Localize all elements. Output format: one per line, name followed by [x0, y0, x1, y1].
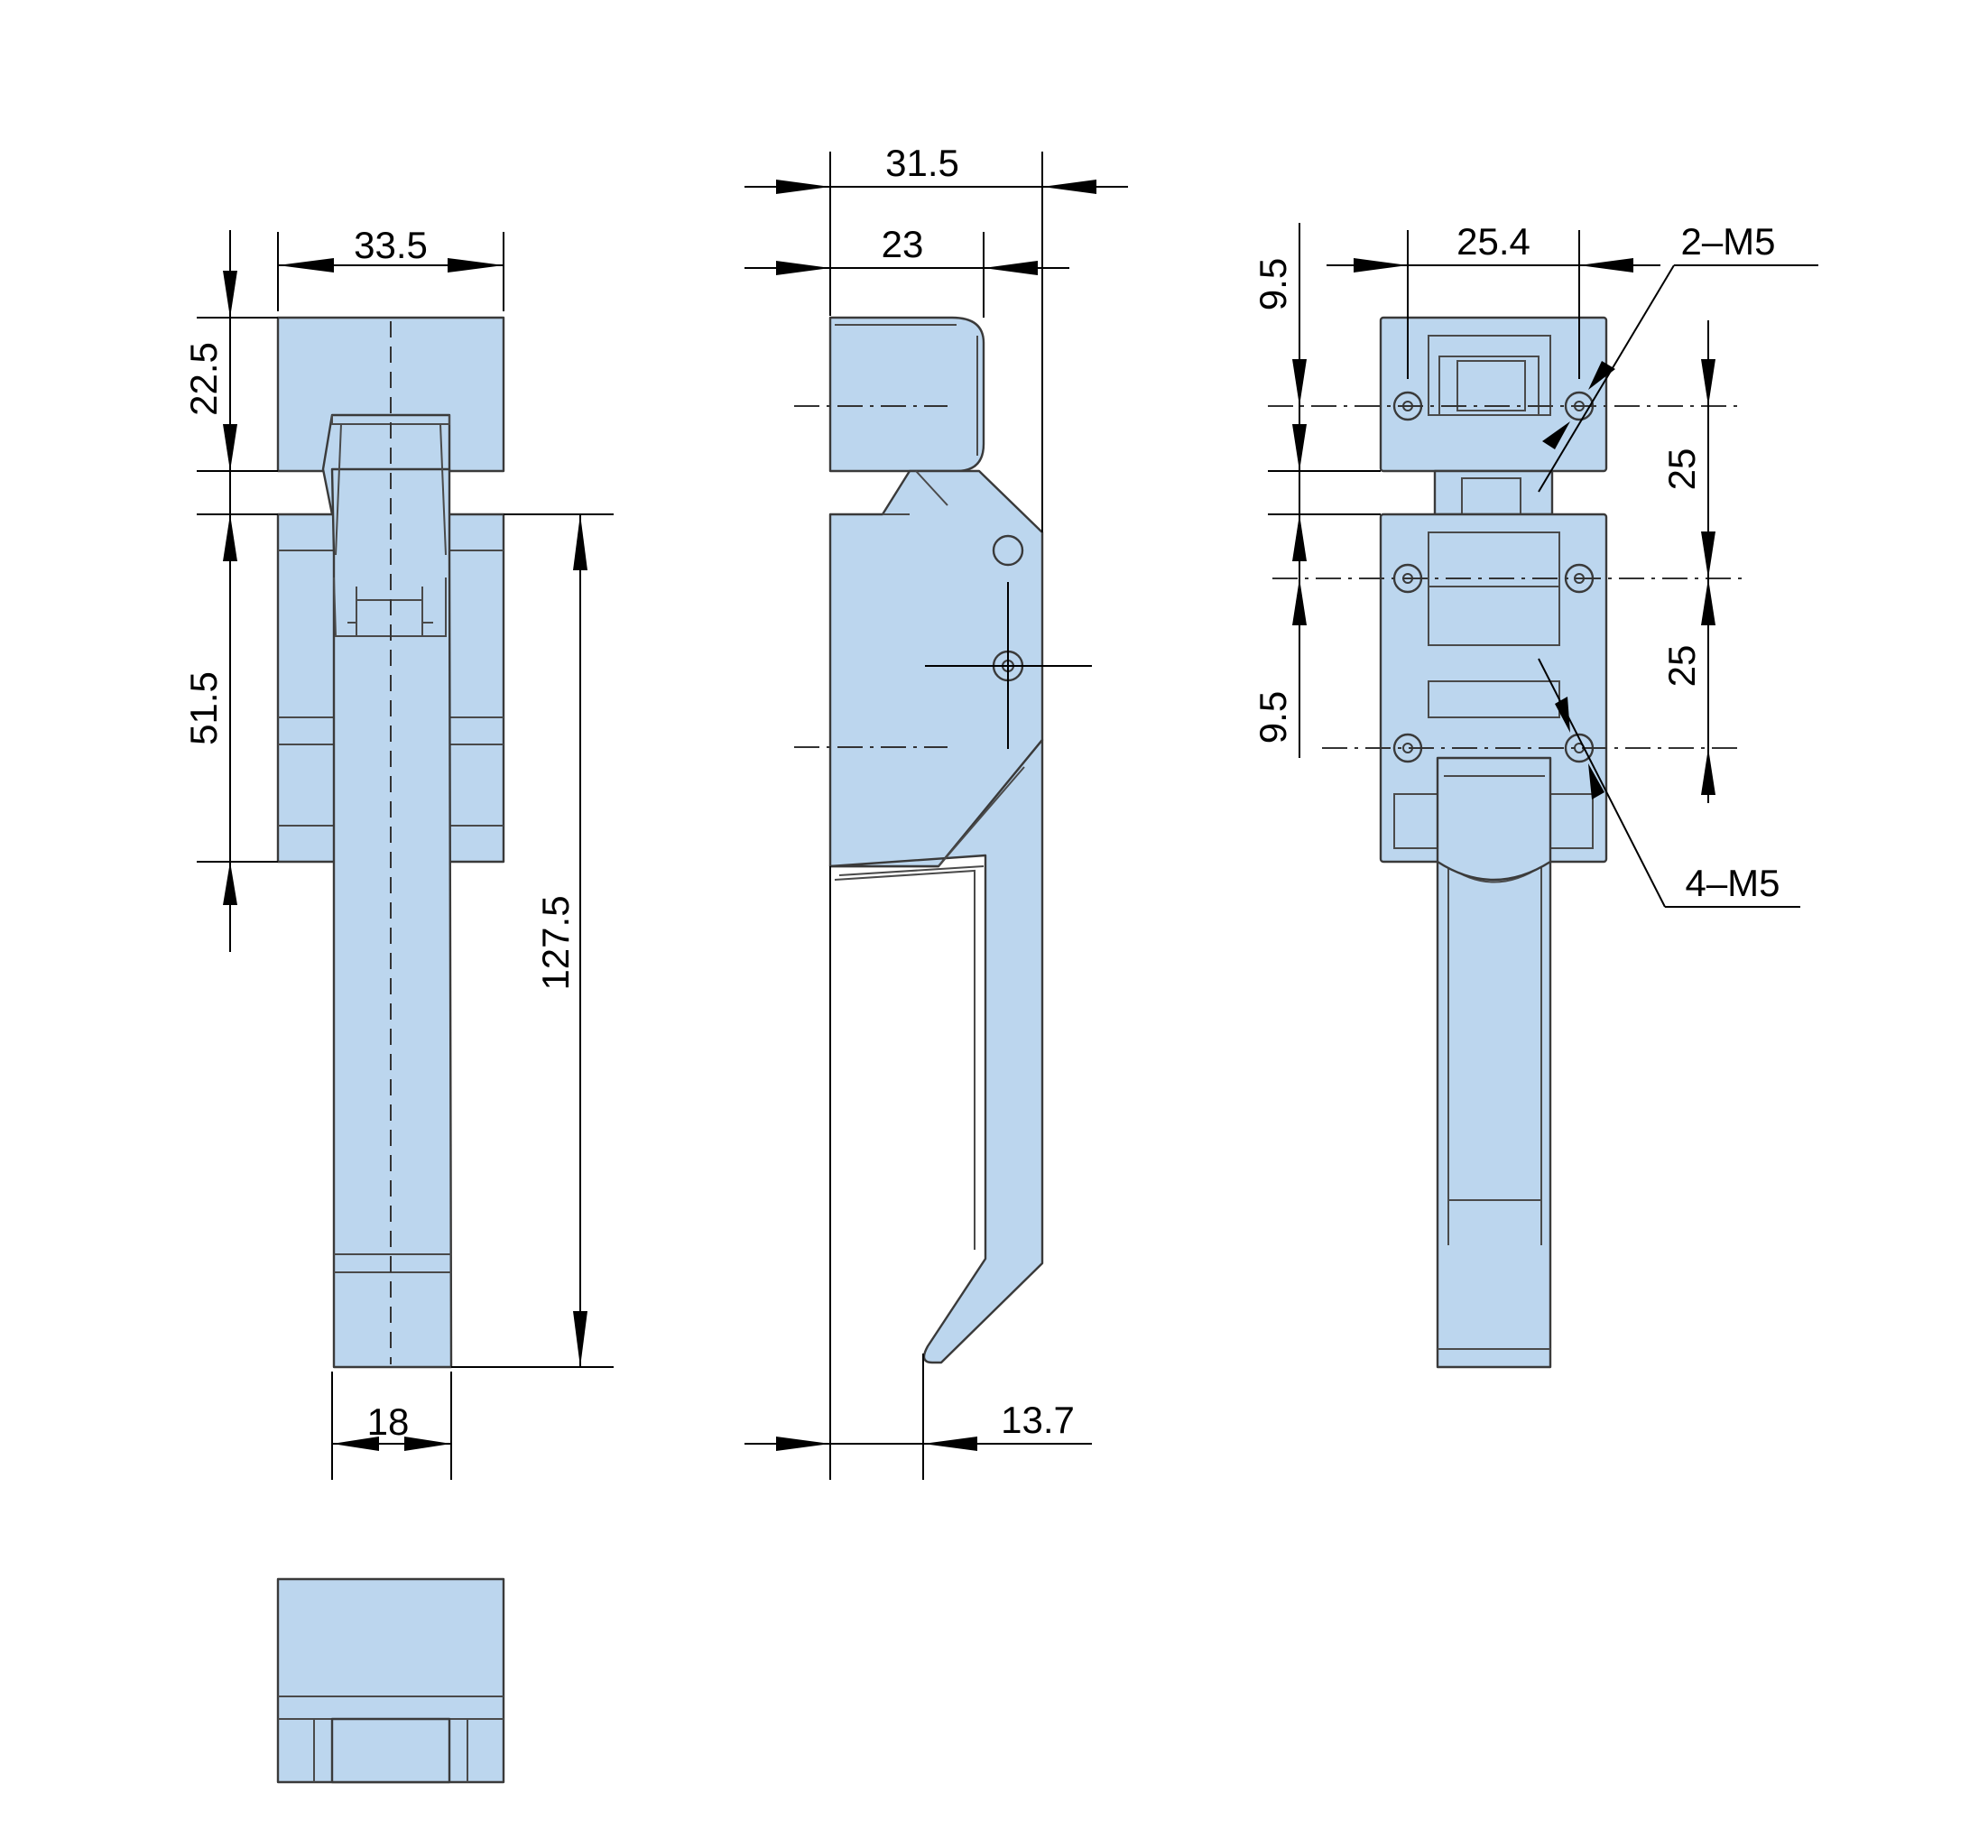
side-pivot-upper — [992, 534, 1024, 567]
dim-front-height-top: 22.5 — [182, 342, 225, 416]
rear-view — [1268, 316, 1742, 1369]
dim-front-total-height: 127.5 — [534, 895, 577, 990]
side-view — [794, 316, 1092, 1364]
dim-rear-offset-top: 9.5 — [1252, 258, 1294, 310]
callout-bottom-holes: 4–M5 — [1685, 862, 1780, 904]
dim-rear-pitch-upper: 25 — [1660, 448, 1703, 491]
dim-front-height-mid: 51.5 — [182, 671, 225, 745]
front-view — [276, 316, 505, 1369]
dimension-arrows — [223, 180, 1715, 1451]
dim-rear-offset-bottom: 9.5 — [1252, 691, 1294, 744]
dim-front-handle-width: 18 — [367, 1400, 410, 1443]
dimension-labels: 33.5 22.5 51.5 127.5 18 31.5 23 13.7 25.… — [182, 142, 1780, 1443]
callout-top-holes: 2–M5 — [1680, 220, 1775, 263]
dim-side-top-width: 23 — [882, 223, 924, 265]
dim-side-handle-offset: 13.7 — [1001, 1399, 1075, 1441]
bottom-view — [276, 1577, 505, 1784]
dim-rear-hole-spacing: 25.4 — [1456, 220, 1530, 263]
dim-front-width-top: 33.5 — [354, 224, 428, 266]
rear-handle-head — [1436, 756, 1552, 882]
side-keeper — [828, 316, 985, 473]
dim-side-total-width: 31.5 — [885, 142, 959, 184]
dim-rear-pitch-lower: 25 — [1660, 645, 1703, 688]
bottom-view-handle — [330, 1717, 451, 1784]
side-handle — [828, 738, 1044, 1364]
